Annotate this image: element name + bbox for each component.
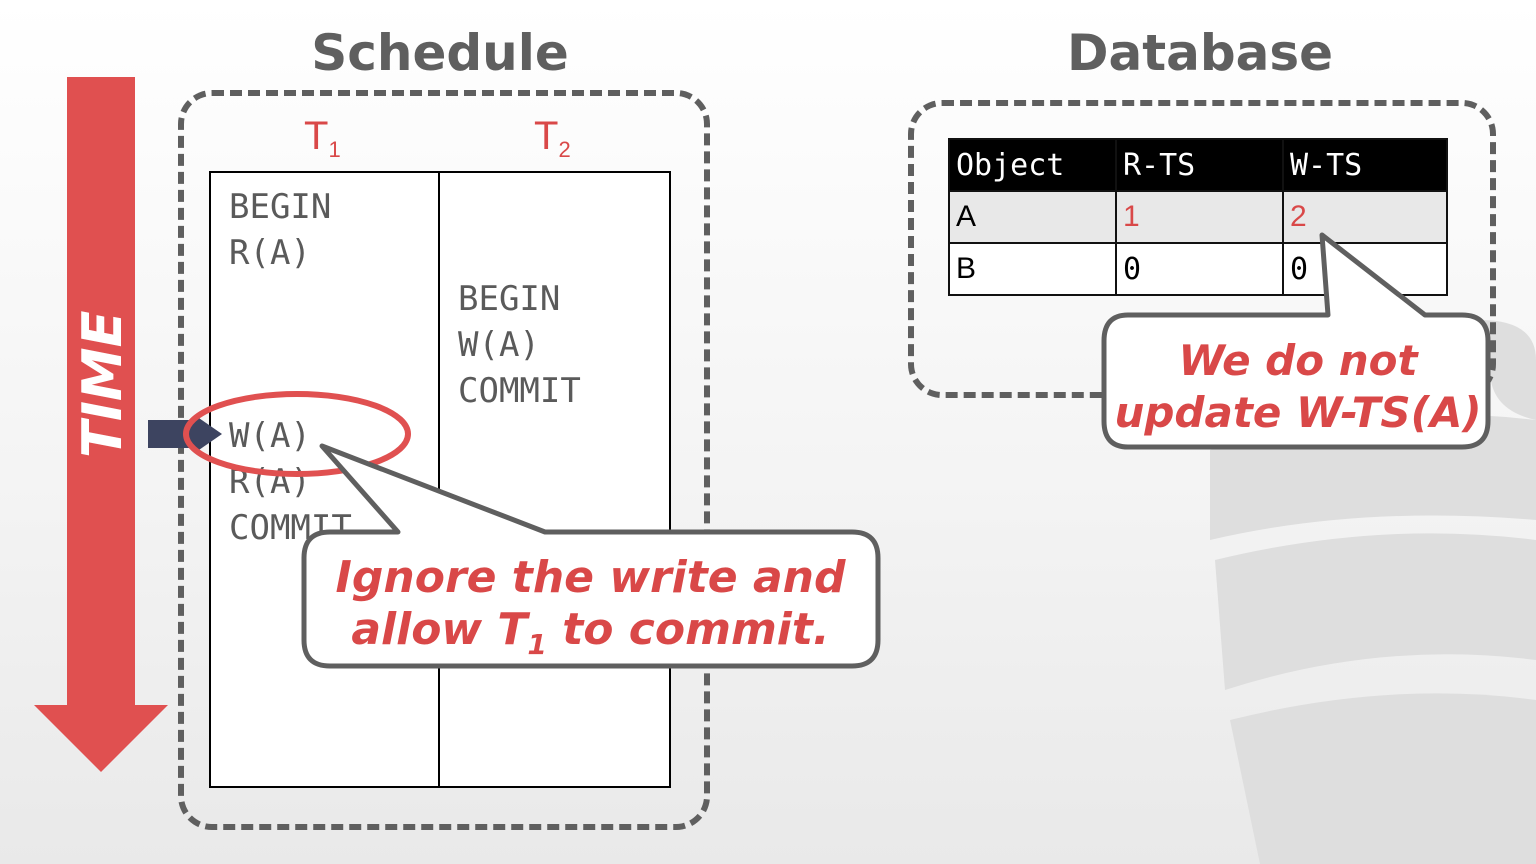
object-cell: A [948,190,1117,244]
time-arrow-icon [34,77,168,772]
t2-label: T2 [534,114,571,162]
t2-op: W(A) [458,325,540,365]
no-update-callout [1101,232,1491,450]
schedule-grid [209,171,671,788]
column-header: W-TS [1282,138,1448,192]
t2-op: COMMIT [458,371,581,411]
t1-ops-bottom: W(A) R(A) COMMIT [229,413,352,551]
time-label-wrap: TIME [48,310,158,458]
t1-op: R(A) [229,233,311,273]
no-update-line1: We do not [1178,336,1418,385]
schedule-container [178,90,710,830]
t1-op: W(A) [229,416,311,456]
t1-label: T1 [304,114,341,162]
object-cell: B [948,242,1117,296]
ignore-write-callout [301,443,881,669]
timestamp-table: Object R-TS W-TS A 1 2 B 0 0 [948,138,1448,296]
t2-ops: BEGIN W(A) COMMIT [458,276,581,414]
schedule-column-divider [438,171,440,788]
database-heading: Database [1066,24,1334,82]
r-ts-cell: 1 [1115,190,1284,244]
time-label: TIME [71,310,134,458]
no-update-line2: update W-TS(A) [1114,388,1482,437]
r-ts-cell: 0 [1115,242,1284,296]
highlight-ellipse [183,391,411,477]
column-header: Object [948,138,1117,192]
table-header-row: Object R-TS W-TS [948,138,1448,192]
t1-ops-top: BEGIN R(A) [229,184,331,276]
ignore-write-text: Ignore the write and allow T1 to commit. [308,552,873,671]
column-header: R-TS [1115,138,1284,192]
t2-op: BEGIN [458,279,561,319]
table-row: A 1 2 [948,190,1448,244]
t1-op: BEGIN [229,187,332,227]
w-ts-cell: 2 [1282,190,1448,244]
ignore-write-line2: allow T1 to commit. [351,604,830,661]
schedule-heading: Schedule [311,24,569,82]
ignore-write-line1: Ignore the write and [335,552,846,603]
no-update-text: We do not update W-TS(A) [1106,335,1490,439]
